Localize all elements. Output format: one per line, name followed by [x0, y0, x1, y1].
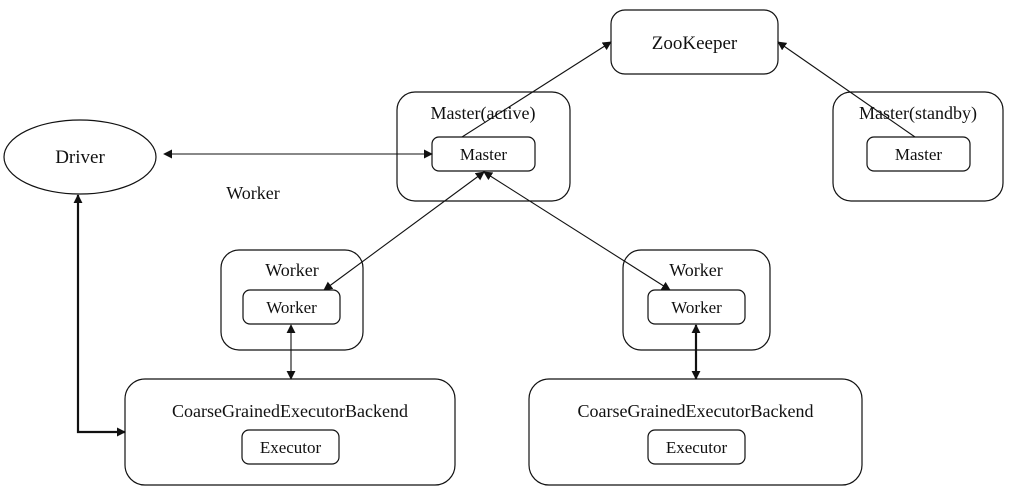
worker-right-inner-box [647, 289, 746, 325]
zookeeper-label: ZooKeeper [652, 33, 738, 54]
worker-left-inner-box [242, 289, 341, 325]
floating-worker-label: Worker [226, 183, 280, 203]
backend-left-title: CoarseGrainedExecutorBackend [172, 401, 408, 421]
driver-node: Driver [3, 119, 157, 195]
edge-master-standby-to-zookeeper [777, 41, 916, 138]
zookeeper-node: ZooKeeper [610, 9, 779, 75]
edge-worker-left-master [323, 171, 485, 291]
driver-label: Driver [55, 147, 105, 168]
worker-left-title: Worker [265, 260, 319, 280]
master-standby-node: Master(standby) Master [832, 91, 1004, 202]
edge-master-worker-right [483, 171, 671, 291]
edge-master-active-to-zookeeper [461, 41, 612, 138]
worker-right-inner-label: Worker [671, 298, 722, 317]
master-standby-inner-label: Master [895, 145, 943, 164]
executor-left-label: Executor [260, 438, 322, 457]
worker-left-node: Worker Worker [220, 249, 364, 351]
worker-left-inner-label: Worker [266, 298, 317, 317]
master-standby-inner-box [866, 136, 971, 172]
executor-right-label: Executor [666, 438, 728, 457]
executor-right-box [647, 429, 746, 465]
worker-right-title: Worker [669, 260, 723, 280]
backend-right-node: CoarseGrainedExecutorBackend Executor [528, 378, 863, 486]
backend-left-node: CoarseGrainedExecutorBackend Executor [124, 378, 456, 486]
master-active-inner-label: Master [460, 145, 508, 164]
edge-driver-backend-left [73, 194, 126, 437]
backend-right-title: CoarseGrainedExecutorBackend [578, 401, 814, 421]
executor-left-box [241, 429, 340, 465]
master-standby-title: Master(standby) [859, 103, 977, 124]
master-active-node: Master(active) Master [396, 91, 571, 202]
master-active-title: Master(active) [431, 103, 536, 124]
